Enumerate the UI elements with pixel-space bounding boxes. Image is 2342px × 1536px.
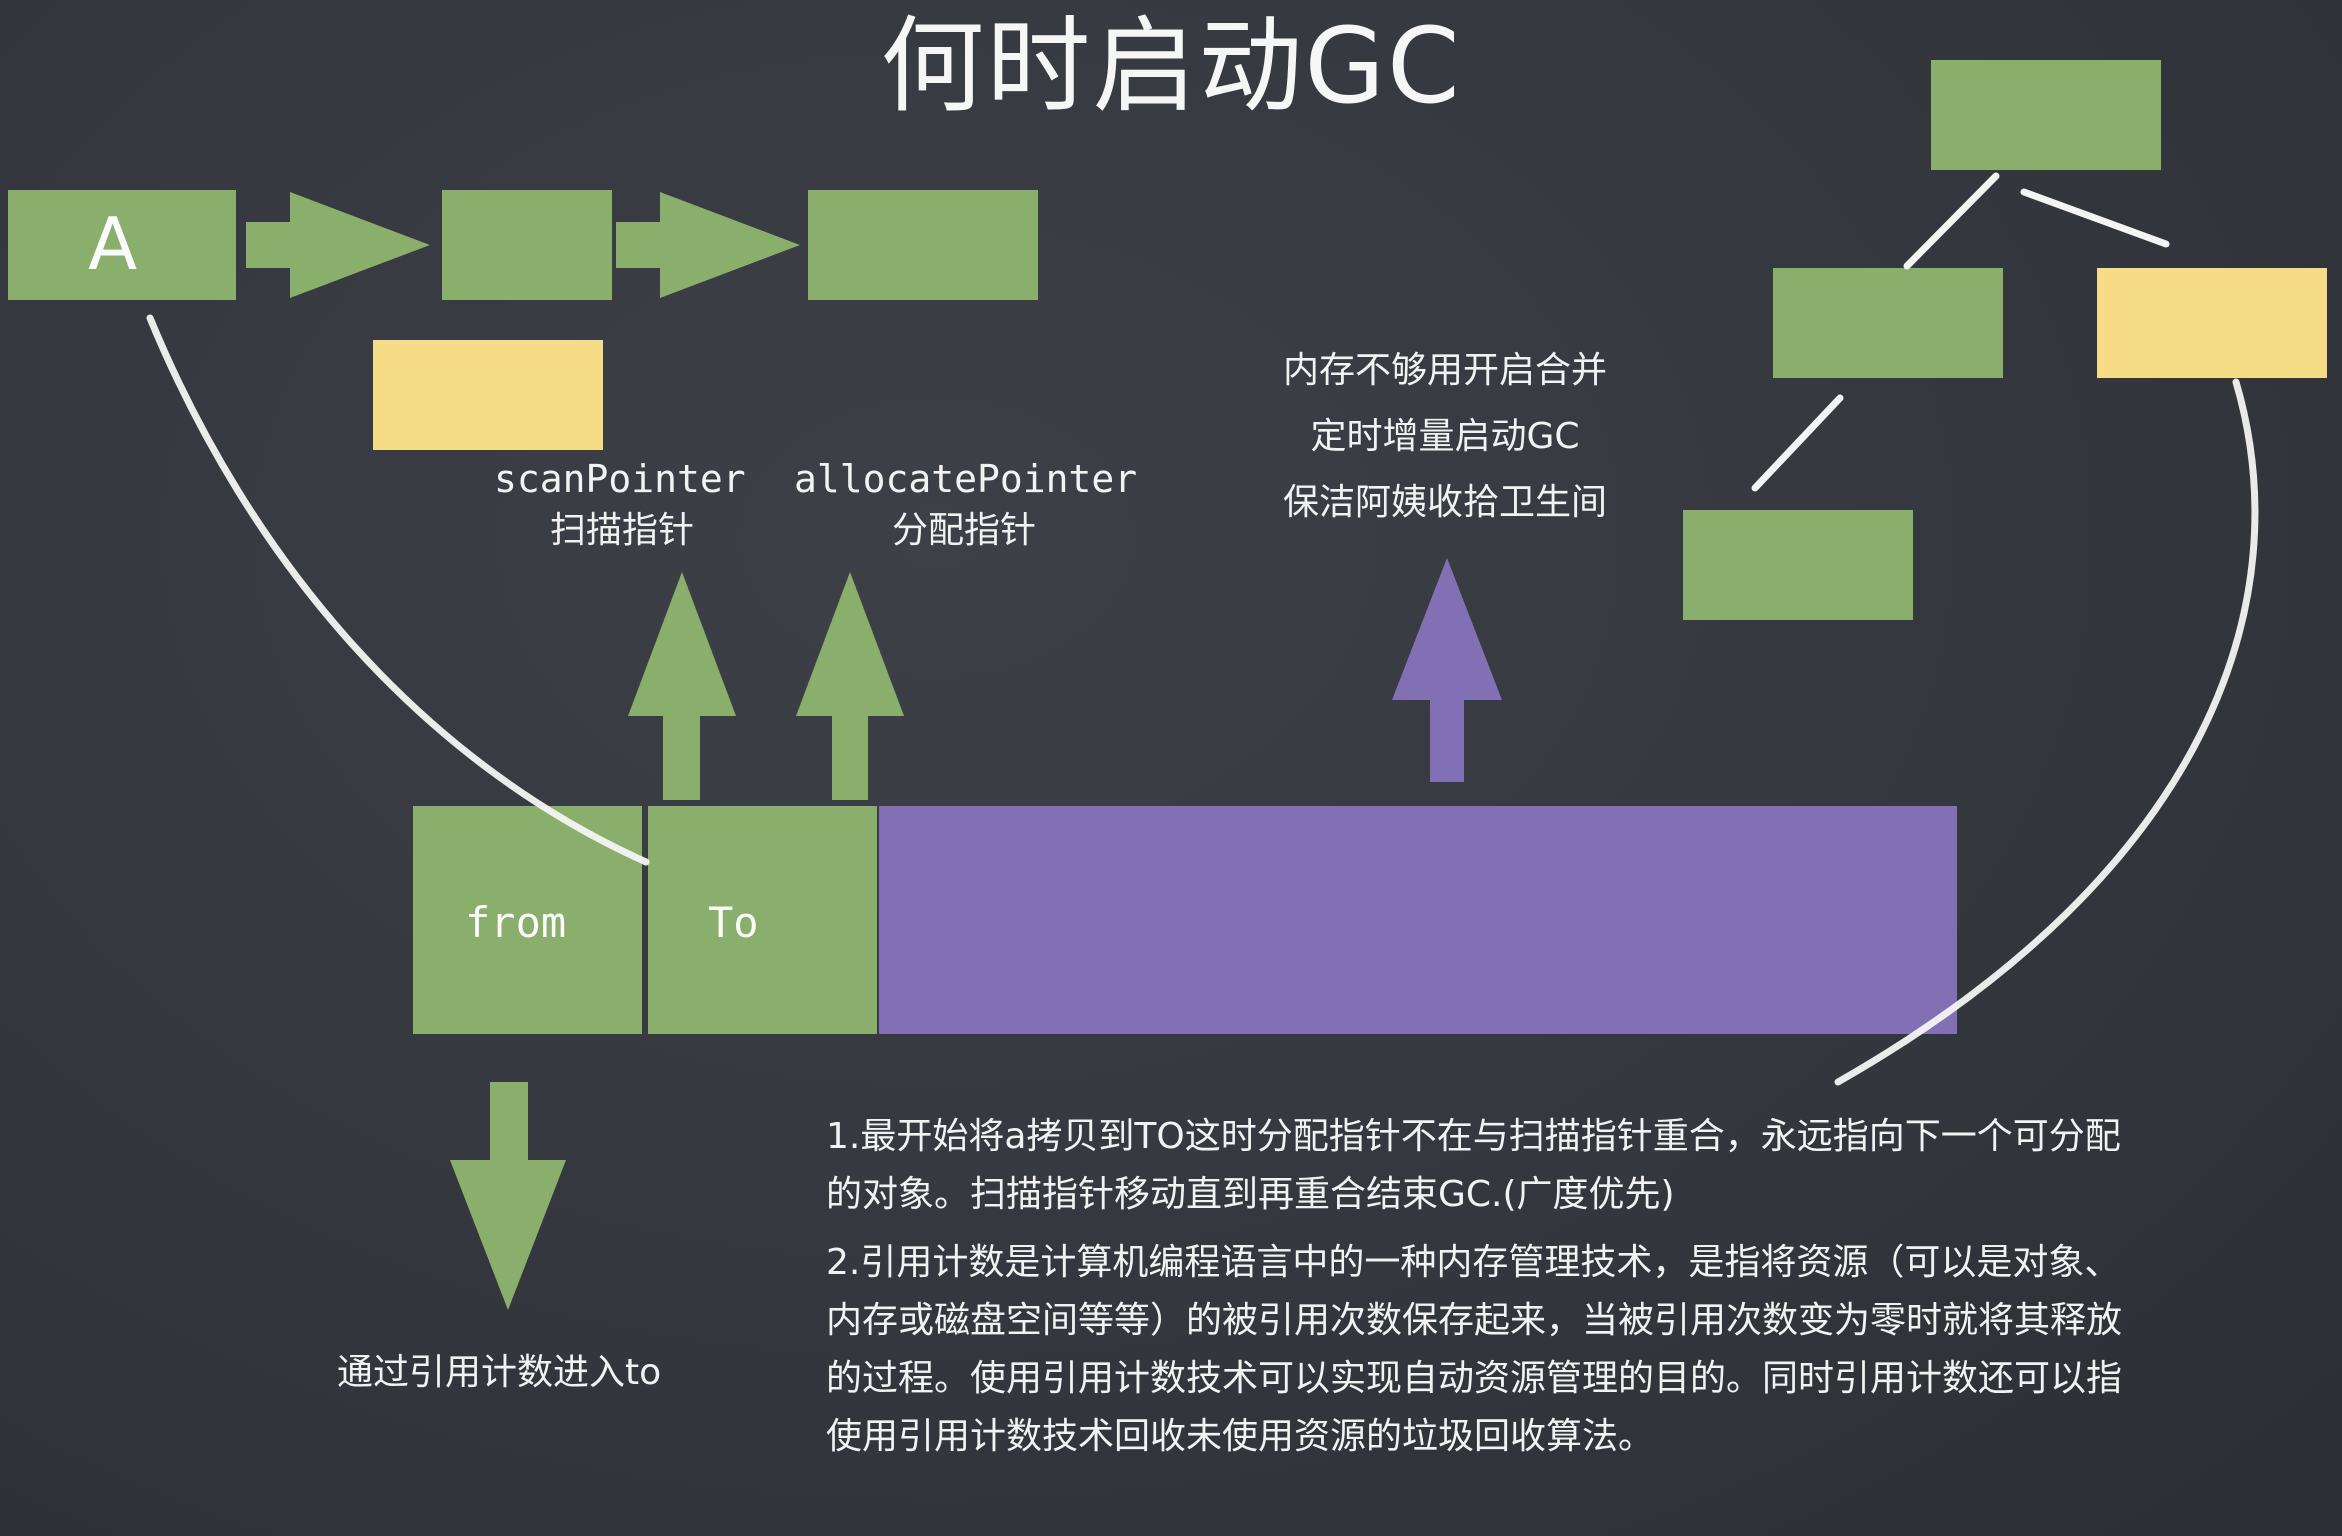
free-space <box>879 806 1957 1034</box>
allocate-pointer-arrow <box>796 572 904 800</box>
gc-trigger-arrow <box>1392 558 1502 782</box>
tree-right-node <box>2097 268 2327 378</box>
chalk-curve-a-to-to <box>146 314 650 866</box>
gc-trigger-note-line1: 内存不够用开启合并 <box>1282 350 1607 391</box>
chain-node-a-label: A <box>88 202 138 286</box>
description-block: 1.最开始将a拷贝到TO这时分配指针不在与扫描指针重合，永远指向下一个可分配的对… <box>826 1108 2126 1466</box>
chain-node-a: A <box>8 190 236 300</box>
from-down-arrow <box>450 1082 566 1310</box>
tree-edge-root-left <box>1903 172 2000 270</box>
chain-yellow-node <box>373 340 603 450</box>
tree-leaf-node <box>1683 510 1913 620</box>
chain-arrow-2 <box>616 192 800 298</box>
gc-trigger-note: 内存不够用开启合并 定时增量启动GC 保洁阿姨收拾卫生间 <box>1260 338 1630 536</box>
tree-left-node <box>1773 268 2003 378</box>
reference-count-label: 通过引用计数进入to <box>337 1352 662 1393</box>
scan-pointer-label-en: scanPointer <box>494 457 746 501</box>
page-title: 何时启动GC <box>880 5 1462 127</box>
description-paragraph-1: 1.最开始将a拷贝到TO这时分配指针不在与扫描指针重合，永远指向下一个可分配的对… <box>826 1116 2121 1215</box>
gc-trigger-note-line3: 保洁阿姨收拾卫生间 <box>1282 482 1607 523</box>
allocate-pointer-label-en: allocatePointer <box>794 457 1138 501</box>
to-space-label: To <box>708 898 759 947</box>
description-paragraph-2: 2.引用计数是计算机编程语言中的一种内存管理技术，是指将资源（可以是对象、内存或… <box>826 1242 2123 1457</box>
allocate-pointer-label-zh: 分配指针 <box>892 510 1037 551</box>
gc-trigger-note-line2: 定时增量启动GC <box>1310 416 1580 457</box>
chalk-curve-tree-to-bottom <box>1834 378 2259 1086</box>
to-space: To <box>648 806 877 1034</box>
tree-root-node <box>1931 60 2161 170</box>
chain-node-3 <box>808 190 1038 300</box>
scan-pointer-label-zh: 扫描指针 <box>550 510 695 551</box>
scan-pointer-arrow <box>628 572 736 800</box>
chain-node-2 <box>442 190 612 300</box>
from-space-label: from <box>465 898 567 947</box>
tree-edge-left-leaf <box>1751 394 1844 492</box>
tree-edge-root-right <box>2020 188 2170 248</box>
chain-arrow-1 <box>246 192 430 298</box>
